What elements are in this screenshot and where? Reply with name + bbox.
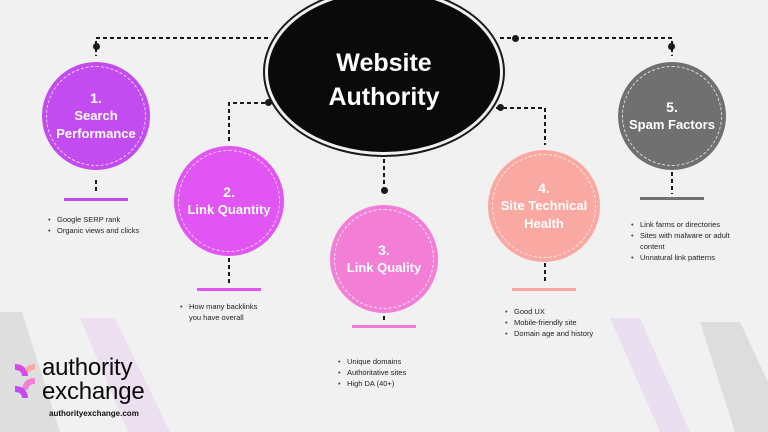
factor-label: Search Performance <box>56 108 136 141</box>
factor-bullets-spam-factors: Link farms or directories Sites with mal… <box>631 219 741 263</box>
brand-url[interactable]: authorityexchange.com <box>49 409 139 418</box>
factor-bullets-search-performance: Google SERP rank Organic views and click… <box>48 214 168 236</box>
brand-name-line-2: exchange <box>42 378 145 405</box>
connector-end-dot <box>381 187 388 194</box>
factor-node-search-performance: 1. Search Performance <box>42 62 150 170</box>
factor-number: 5. <box>666 99 678 115</box>
factor-label: Site Technical Health <box>500 198 588 231</box>
bullet-item: Unique domains <box>338 356 448 367</box>
bullet-item: High DA (40+) <box>338 378 448 389</box>
factor-number: 3. <box>378 242 390 258</box>
factor-bullets-link-quality: Unique domains Authoritative sites High … <box>338 356 448 389</box>
factor-underline <box>640 197 704 200</box>
bullet-item: Good UX <box>505 306 620 317</box>
bullet-item: Organic views and clicks <box>48 225 168 236</box>
brand-name-line-1: authority <box>42 354 133 381</box>
factor-bullets-link-quantity: How many backlinks you have overall <box>180 301 270 323</box>
factor-underline <box>512 288 576 291</box>
factor-underline <box>64 198 128 201</box>
factor-number: 4. <box>538 180 550 196</box>
bullet-item: Domain age and history <box>505 328 620 339</box>
brand-name: authority exchange <box>42 356 145 404</box>
connector-end-dot <box>93 43 100 50</box>
bullet-item: Sites with malware or adult content <box>631 230 741 252</box>
factor-number: 2. <box>223 184 235 200</box>
bullet-item: How many backlinks you have overall <box>180 301 270 323</box>
connector-end-dot <box>512 35 519 42</box>
authority-exchange-logo-icon <box>15 364 35 398</box>
connector-end-dot <box>497 104 504 111</box>
central-node: Website Authority <box>268 0 500 152</box>
factor-number: 1. <box>90 90 102 106</box>
factor-node-site-technical-health: 4. Site Technical Health <box>488 150 600 262</box>
bullet-item: Link farms or directories <box>631 219 741 230</box>
factor-underline <box>352 325 416 328</box>
central-title: Website Authority <box>328 49 440 111</box>
factor-label: Spam Factors <box>629 117 715 132</box>
bullet-item: Google SERP rank <box>48 214 168 225</box>
bullet-item: Mobile-friendly site <box>505 317 620 328</box>
connector-end-dot <box>265 99 272 106</box>
factor-underline <box>197 288 261 291</box>
factor-label: Link Quantity <box>187 202 271 217</box>
factor-node-link-quantity: 2. Link Quantity <box>174 146 284 256</box>
bullet-item: Authoritative sites <box>338 367 448 378</box>
bullet-item: Unnatural link patterns <box>631 252 741 263</box>
factor-node-spam-factors: 5. Spam Factors <box>618 62 726 170</box>
connector-end-dot <box>668 43 675 50</box>
factor-label: Link Quality <box>346 260 422 275</box>
factor-node-link-quality: 3. Link Quality <box>330 205 438 313</box>
factor-bullets-site-technical-health: Good UX Mobile-friendly site Domain age … <box>505 306 620 339</box>
